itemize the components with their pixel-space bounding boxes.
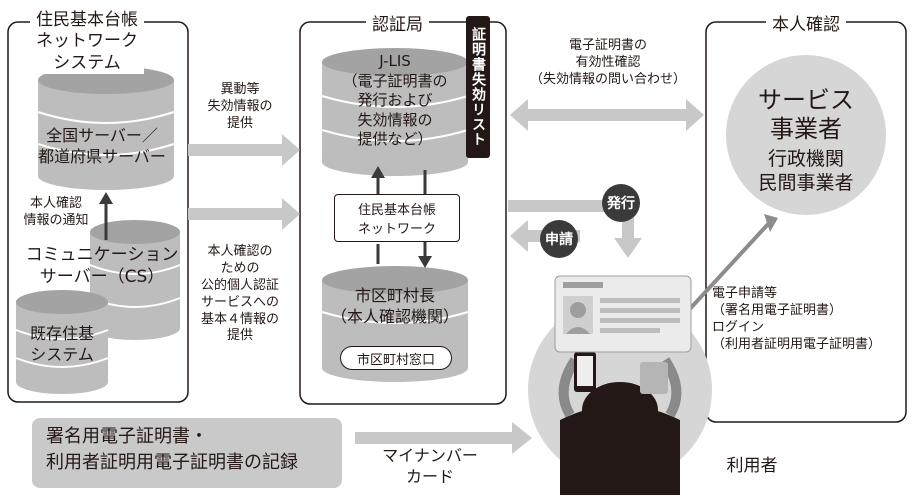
invalidation-arrow [188,134,300,166]
left-title-line-3: システム [53,52,121,73]
center-down-arrow-head [418,256,432,268]
provider-sub-label: 行政機関 民間事業者 [758,148,854,194]
network-box: 住民基本台帳 ネットワーク [334,194,460,242]
municipality-window: 市区町村窓口 [340,346,452,370]
jlis-disk [321,48,469,176]
user-figure [558,352,682,495]
national-server-disk [37,66,175,190]
basic-info-label: 本人確認の ための 公的個人認証 サービスへの 基本４情報の 提供 [200,244,279,344]
revocation-list-label: 証明書失効リスト [466,16,490,158]
national-server-label: 全国サーバー／ 都道府県サーバー [38,126,166,166]
record-box: 署名用電子証明書・ 利用者証明用電子証明書の記録 [32,418,342,488]
center-up-arrow-head [371,166,385,178]
issue-badge: 発行 [602,184,640,222]
basic-info-arrow [188,198,300,230]
mynumber-label: マイナンバー カード [382,446,478,486]
notify-arrow-head [99,192,113,204]
user-label: 利用者 [726,456,778,476]
apply-arrow-head [764,214,778,232]
legacy-system-label: 既存住基 システム [29,324,94,364]
municipality-label: 市区町村長 （本人確認機関） [330,286,459,326]
invalidation-label: 異動等 失効情報の 提供 [207,82,273,131]
notify-label: 本人確認 情報の通知 [23,196,89,228]
validity-check-arrow [510,99,704,131]
left-title-line-1: 住民基本台帳 [36,10,138,30]
mynumber-arrow [355,422,532,454]
mynumber-card-icon [554,275,692,353]
left-title-line-2: ネットワーク [36,31,138,52]
apply-label: 電子申請等 （署名用電子証明書） ログイン （利用者証明用電子証明書） [712,286,882,352]
right-panel-title: 本人確認 [766,10,846,35]
jlis-label: J-LIS （電子証明書の 発行および 失効情報の 提供など） [342,52,448,148]
request-badge: 申請 [540,220,578,258]
center-panel-title: 認証局 [366,10,429,35]
provider-label: サービス 事業者 [758,86,854,143]
left-panel-title: 住民基本台帳 ネットワーク システム [30,10,144,74]
legacy-system-disk [15,290,109,394]
validity-check-label: 電子証明書の 有効性確認 （失効情報の問い合わせ） [529,38,686,87]
provider-circle [726,55,886,215]
cs-server-label: コミュニケーション サーバー（CS） [25,245,179,288]
